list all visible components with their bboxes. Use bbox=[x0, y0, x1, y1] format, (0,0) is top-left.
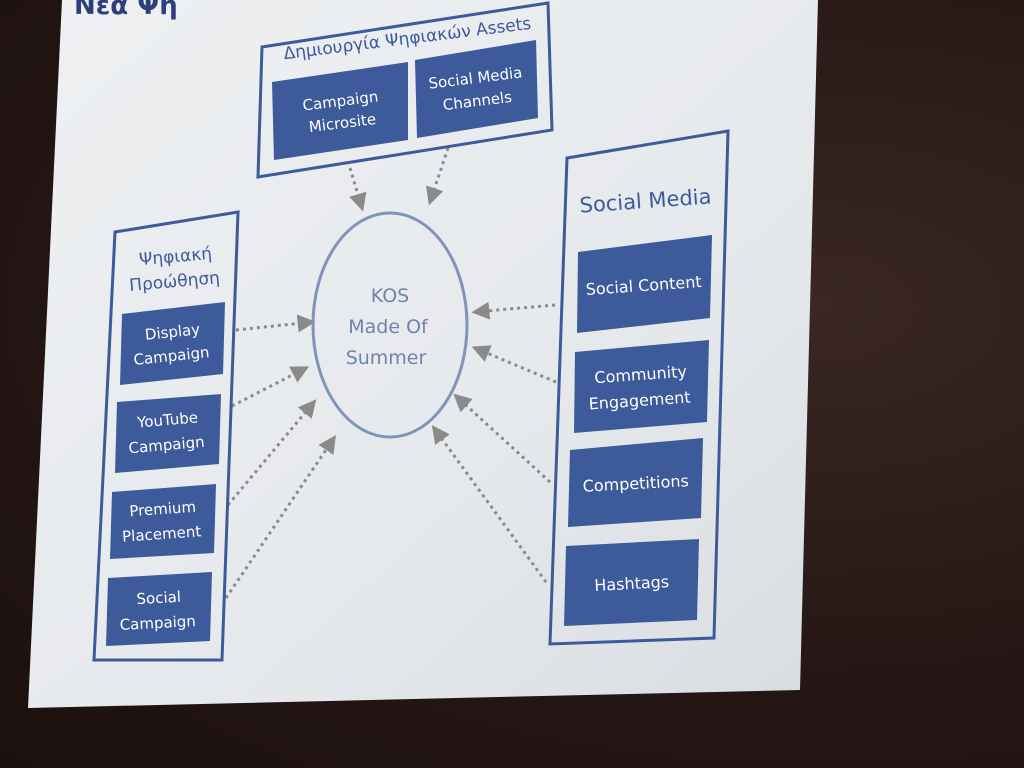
right-item-4-line-1: Hashtags bbox=[594, 572, 670, 595]
left-item-box-2 bbox=[115, 394, 221, 473]
arrow-right-3 bbox=[453, 393, 552, 484]
left-item-3-line-1: Premium bbox=[129, 498, 197, 521]
right-item-box-4 bbox=[564, 539, 699, 626]
right-item-social-content: Social Content bbox=[577, 235, 712, 333]
left-group-frame bbox=[92, 210, 240, 662]
right-item-box-1 bbox=[577, 235, 712, 333]
left-item-youtube-campaign: YouTube Campaign bbox=[115, 394, 221, 473]
right-item-box-3 bbox=[568, 438, 703, 527]
top-item-box-1 bbox=[272, 62, 408, 160]
slide-title: Νέα Ψη bbox=[74, 0, 178, 21]
arrow-left-1 bbox=[235, 314, 316, 333]
arrow-left-3 bbox=[226, 399, 317, 506]
hub-node: KOS Made Of Summer bbox=[311, 211, 469, 439]
left-group: Ψηφιακή Προώθηση Display Campaign YouTub… bbox=[92, 210, 240, 662]
left-item-4-line-1: Social bbox=[136, 588, 181, 608]
arrow-top-2 bbox=[426, 147, 450, 206]
right-item-box-2 bbox=[574, 340, 709, 433]
right-group: Social Media Social Content Community En… bbox=[548, 129, 730, 646]
hub-circle bbox=[311, 211, 469, 439]
right-item-community-engagement: Community Engagement bbox=[574, 340, 709, 433]
left-item-box-3 bbox=[110, 484, 216, 559]
right-group-frame bbox=[548, 129, 730, 646]
top-group-frame bbox=[256, 1, 554, 179]
hub-line-2: Made Of bbox=[348, 316, 429, 338]
top-item-box-2 bbox=[415, 40, 538, 138]
hub-line-1: KOS bbox=[371, 285, 409, 307]
top-item-campaign-microsite: Campaign Microsite bbox=[272, 62, 408, 160]
right-item-hashtags: Hashtags bbox=[564, 539, 699, 626]
left-item-box-1 bbox=[120, 302, 225, 385]
left-item-box-4 bbox=[106, 572, 212, 646]
right-item-competitions: Competitions bbox=[568, 438, 703, 527]
arrow-right-2 bbox=[471, 345, 557, 384]
left-item-4-line-2: Campaign bbox=[119, 612, 196, 634]
left-item-3-line-2: Placement bbox=[122, 522, 202, 545]
left-item-display-campaign: Display Campaign bbox=[120, 302, 225, 385]
left-item-2-line-1: YouTube bbox=[135, 408, 198, 431]
connectors bbox=[224, 147, 557, 599]
left-item-1-line-1: Display bbox=[144, 320, 201, 344]
hub-line-3: Summer bbox=[346, 347, 427, 369]
top-item-social-media-channels: Social Media Channels bbox=[415, 40, 538, 138]
left-item-social-campaign: Social Campaign bbox=[106, 572, 212, 646]
left-item-premium-placement: Premium Placement bbox=[110, 484, 216, 559]
